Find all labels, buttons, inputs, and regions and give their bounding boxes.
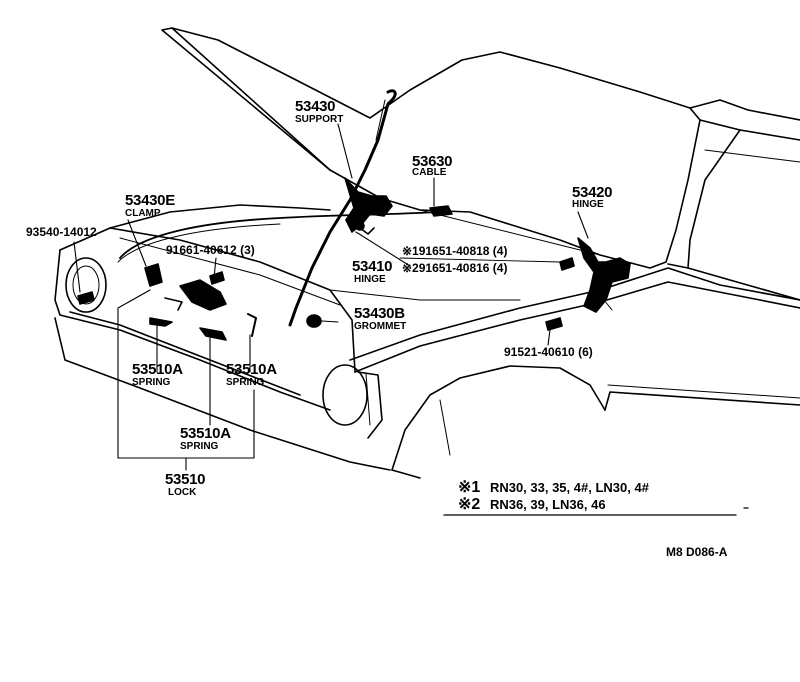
support-part-number: 53430 bbox=[295, 98, 336, 115]
hinge-right-part-name: HINGE bbox=[572, 199, 604, 210]
bolt-icons bbox=[77, 257, 575, 331]
note-1-mark: ※1 bbox=[458, 479, 481, 496]
spring-center-part-name: SPRING bbox=[180, 441, 219, 452]
hinge-left-part-number: 53410 bbox=[352, 258, 395, 275]
cable-part-name: CABLE bbox=[412, 167, 447, 178]
hinge-right-part-number: 53420 bbox=[572, 184, 613, 201]
hinge-bolt-2-part-number: ※291651-40816 (4) bbox=[402, 261, 508, 275]
headlight-left bbox=[65, 257, 107, 313]
spring-right-part-name: SPRING bbox=[226, 377, 265, 388]
lock-part-name: LOCK bbox=[168, 487, 197, 498]
figure-code: M8 D086-A bbox=[666, 545, 728, 559]
headlight-right bbox=[322, 364, 383, 439]
support-part-name: SUPPORT bbox=[295, 114, 344, 125]
leader-lines bbox=[73, 123, 589, 471]
spring-left-part-name: SPRING bbox=[132, 377, 171, 388]
bolt-fender-part-number: 91521-40610 (6) bbox=[504, 345, 593, 359]
left-hinge-part bbox=[344, 177, 393, 235]
hinge-bolt-1-part-number: ※191651-40818 (4) bbox=[402, 244, 508, 258]
lock-assembly bbox=[144, 263, 257, 341]
lock-part-number: 53510 bbox=[165, 471, 206, 488]
cable-part-number: 53630 bbox=[412, 153, 453, 170]
grommet-part-number: 53430B bbox=[354, 305, 405, 322]
right-hinge-part bbox=[577, 237, 631, 313]
spring-center-part-number: 53510A bbox=[180, 425, 231, 442]
note-2-mark: ※2 bbox=[458, 496, 481, 513]
hood-support-rod bbox=[288, 89, 397, 327]
hinge-left-part-name: HINGE bbox=[354, 274, 386, 285]
hood-panel bbox=[161, 27, 701, 269]
cab-body bbox=[667, 99, 800, 301]
bolt-left-part-number: 93540-14012 bbox=[26, 225, 97, 239]
clamp-part-number: 53430E bbox=[125, 192, 175, 209]
note-2-text: RN36, 39, LN36, 46 bbox=[489, 497, 606, 512]
spring-left-part-number: 53510A bbox=[132, 361, 183, 378]
note-2: ※2 RN36, 39, LN36, 46 bbox=[458, 497, 606, 513]
spring-right-part-number: 53510A bbox=[226, 361, 277, 378]
bolt-front-part-number: 91661-40612 (3) bbox=[166, 243, 255, 257]
clamp-part-name: CLAMP bbox=[125, 208, 161, 219]
grommet-part bbox=[306, 314, 322, 328]
note-1-text: RN30, 33, 35, 4#, LN30, 4# bbox=[489, 480, 649, 495]
note-1: ※1 RN30, 33, 35, 4#, LN30, 4# bbox=[458, 480, 649, 496]
grommet-part-name: GROMMET bbox=[354, 321, 407, 332]
